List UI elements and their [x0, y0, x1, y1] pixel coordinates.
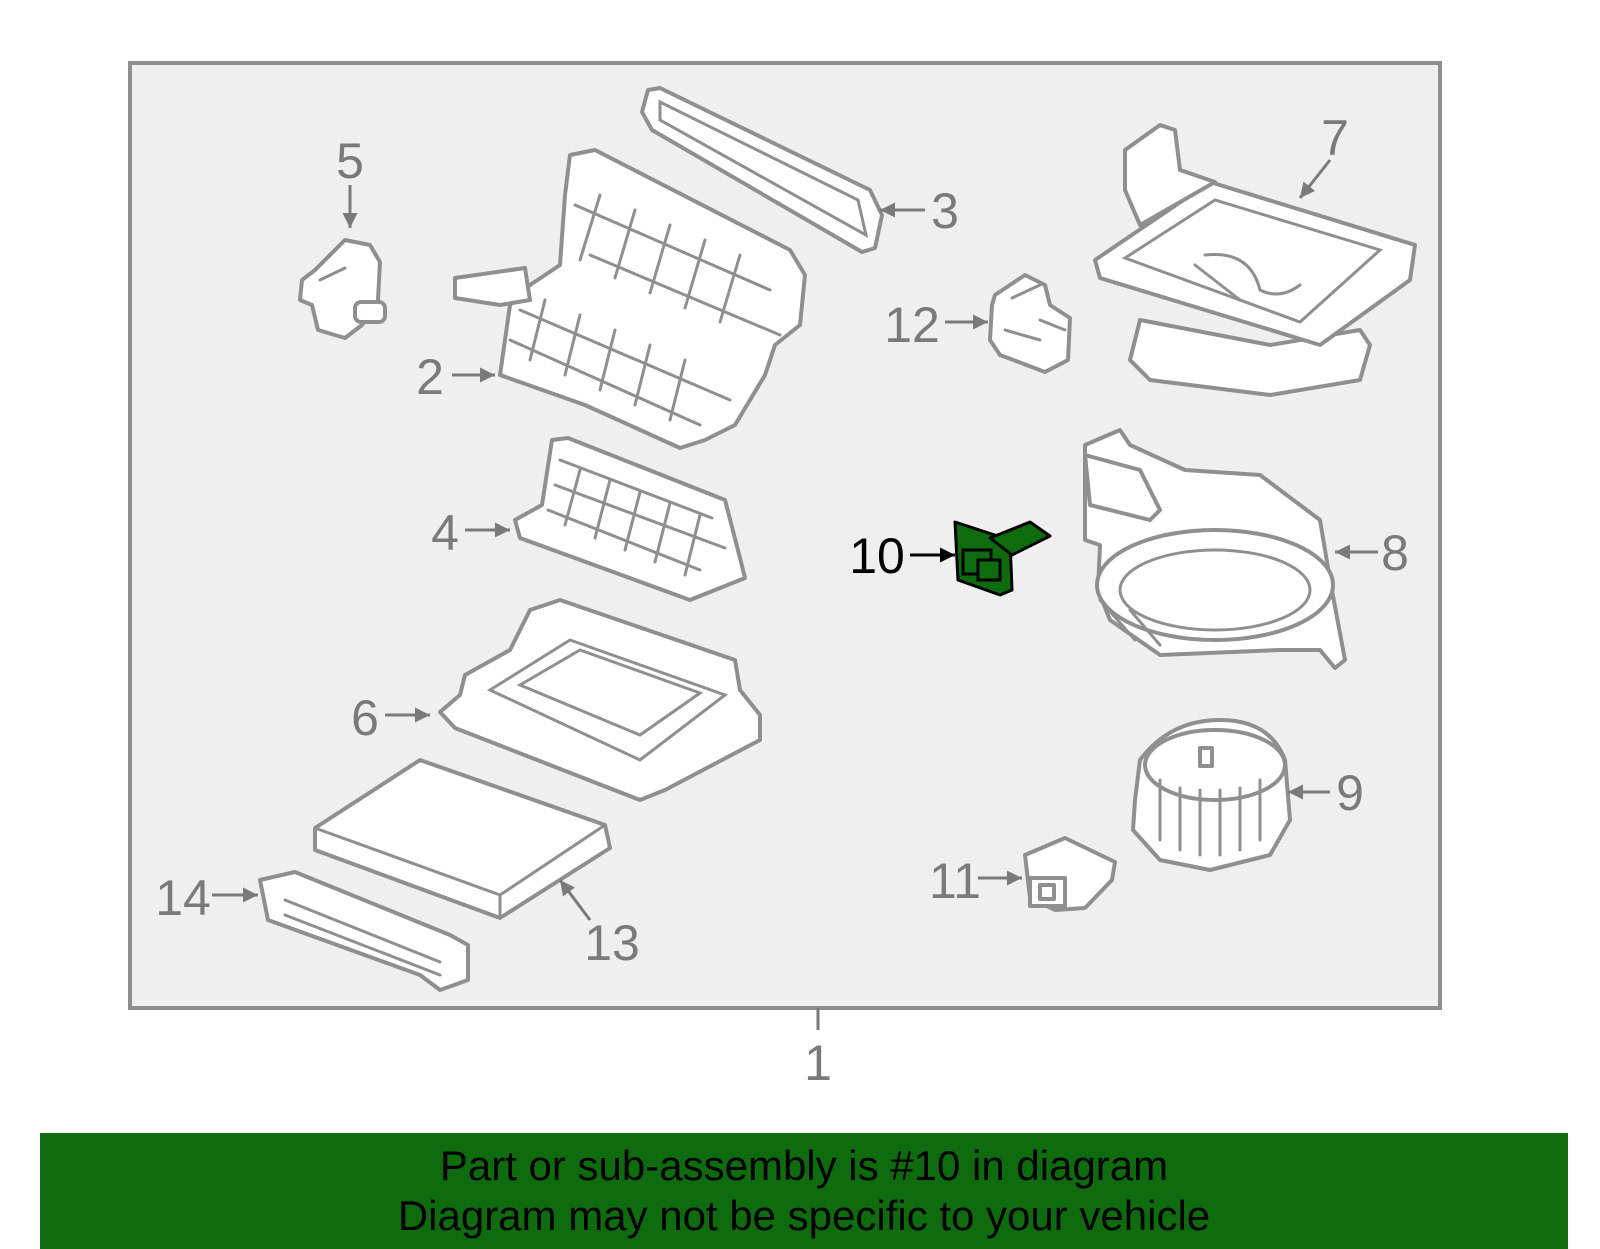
part-11-actuator — [1023, 836, 1117, 912]
callout-8: 8 — [1381, 525, 1409, 581]
leader-13 — [558, 879, 592, 921]
part-4-door — [513, 436, 747, 602]
part-14-bracket — [258, 870, 470, 992]
callout-1: 1 — [804, 1035, 832, 1091]
part-8-blower-housing — [1083, 428, 1347, 670]
part-5-actuator — [298, 238, 387, 340]
part-10-resistor — [953, 520, 1052, 597]
leader-7 — [1298, 159, 1332, 199]
part-2-housing — [453, 148, 807, 450]
part-13-filter — [313, 758, 612, 920]
callout-4: 4 — [431, 505, 459, 561]
part-7-upper-case — [1093, 123, 1417, 397]
info-banner: Part or sub-assembly is #10 in diagram D… — [40, 1133, 1568, 1249]
callout-6: 6 — [351, 690, 379, 746]
callout-12: 12 — [884, 297, 940, 353]
callout-11: 11 — [929, 853, 981, 909]
banner-line-2: Diagram may not be specific to your vehi… — [397, 1192, 1211, 1239]
callout-9: 9 — [1336, 765, 1364, 821]
callout-14: 14 — [155, 870, 211, 926]
callout-13: 13 — [584, 915, 640, 971]
callout-7: 7 — [1321, 110, 1349, 166]
callout-5: 5 — [336, 133, 364, 189]
part-3-gasket — [640, 86, 884, 254]
part-9-blower-motor — [1131, 718, 1292, 872]
callout-10: 10 — [849, 528, 905, 584]
callout-3: 3 — [931, 183, 959, 239]
part-6-lower-case — [438, 598, 762, 802]
part-12-module — [988, 273, 1072, 374]
callout-2: 2 — [416, 349, 444, 405]
banner-line-1: Part or sub-assembly is #10 in diagram — [439, 1142, 1169, 1189]
